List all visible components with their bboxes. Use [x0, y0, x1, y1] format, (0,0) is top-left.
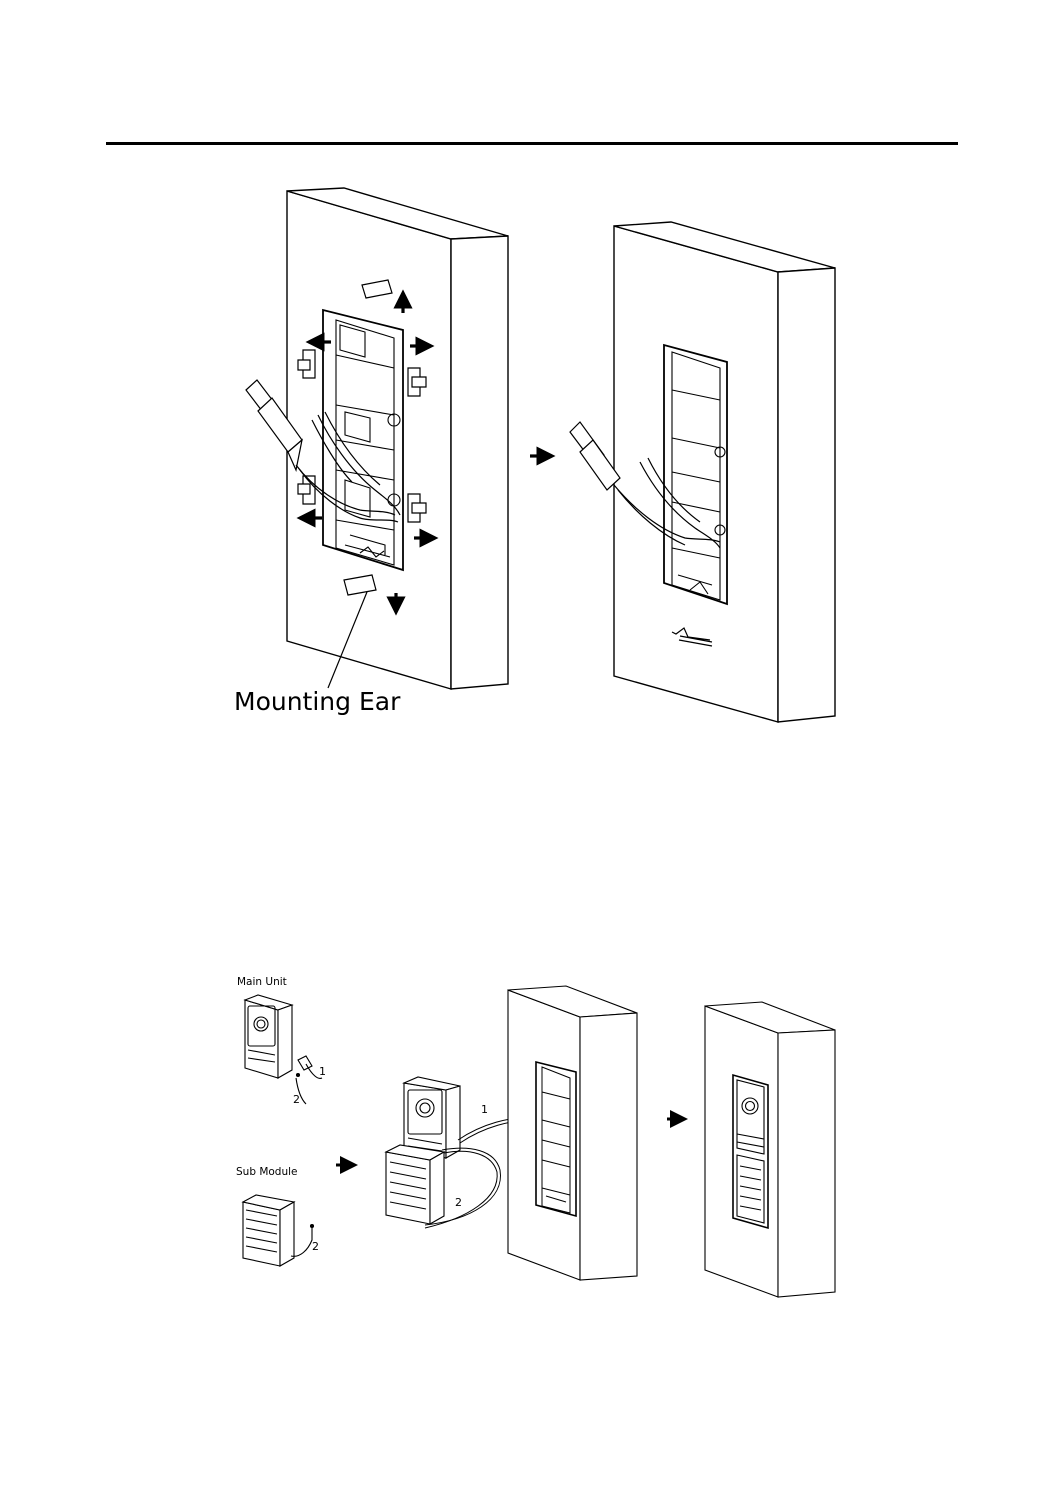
back-box-left — [323, 310, 403, 570]
mounting-ear-label: Mounting Ear — [234, 687, 401, 716]
main-unit-cable-1-number: 1 — [319, 1065, 326, 1078]
installed-device — [733, 1075, 768, 1228]
assembly-cable-1-number: 1 — [481, 1103, 488, 1116]
assembly-sub-module — [386, 1145, 444, 1224]
main-unit-cable-2-number: 2 — [293, 1093, 300, 1106]
sub-module-cable-2-number: 2 — [312, 1240, 319, 1253]
sub-module-label: Sub Module — [236, 1166, 298, 1178]
figure-install-modules — [243, 986, 835, 1297]
back-box-middle — [536, 1062, 576, 1216]
main-unit-illustration — [245, 995, 322, 1104]
figure-remove-mounting-ears — [246, 188, 835, 722]
wall-installed — [705, 1002, 835, 1297]
sub-module-illustration — [243, 1195, 314, 1266]
assembly-main-unit — [404, 1077, 460, 1158]
assembly-cable-2-number: 2 — [455, 1196, 462, 1209]
main-unit-label: Main Unit — [237, 976, 287, 988]
back-box-right — [664, 345, 727, 604]
